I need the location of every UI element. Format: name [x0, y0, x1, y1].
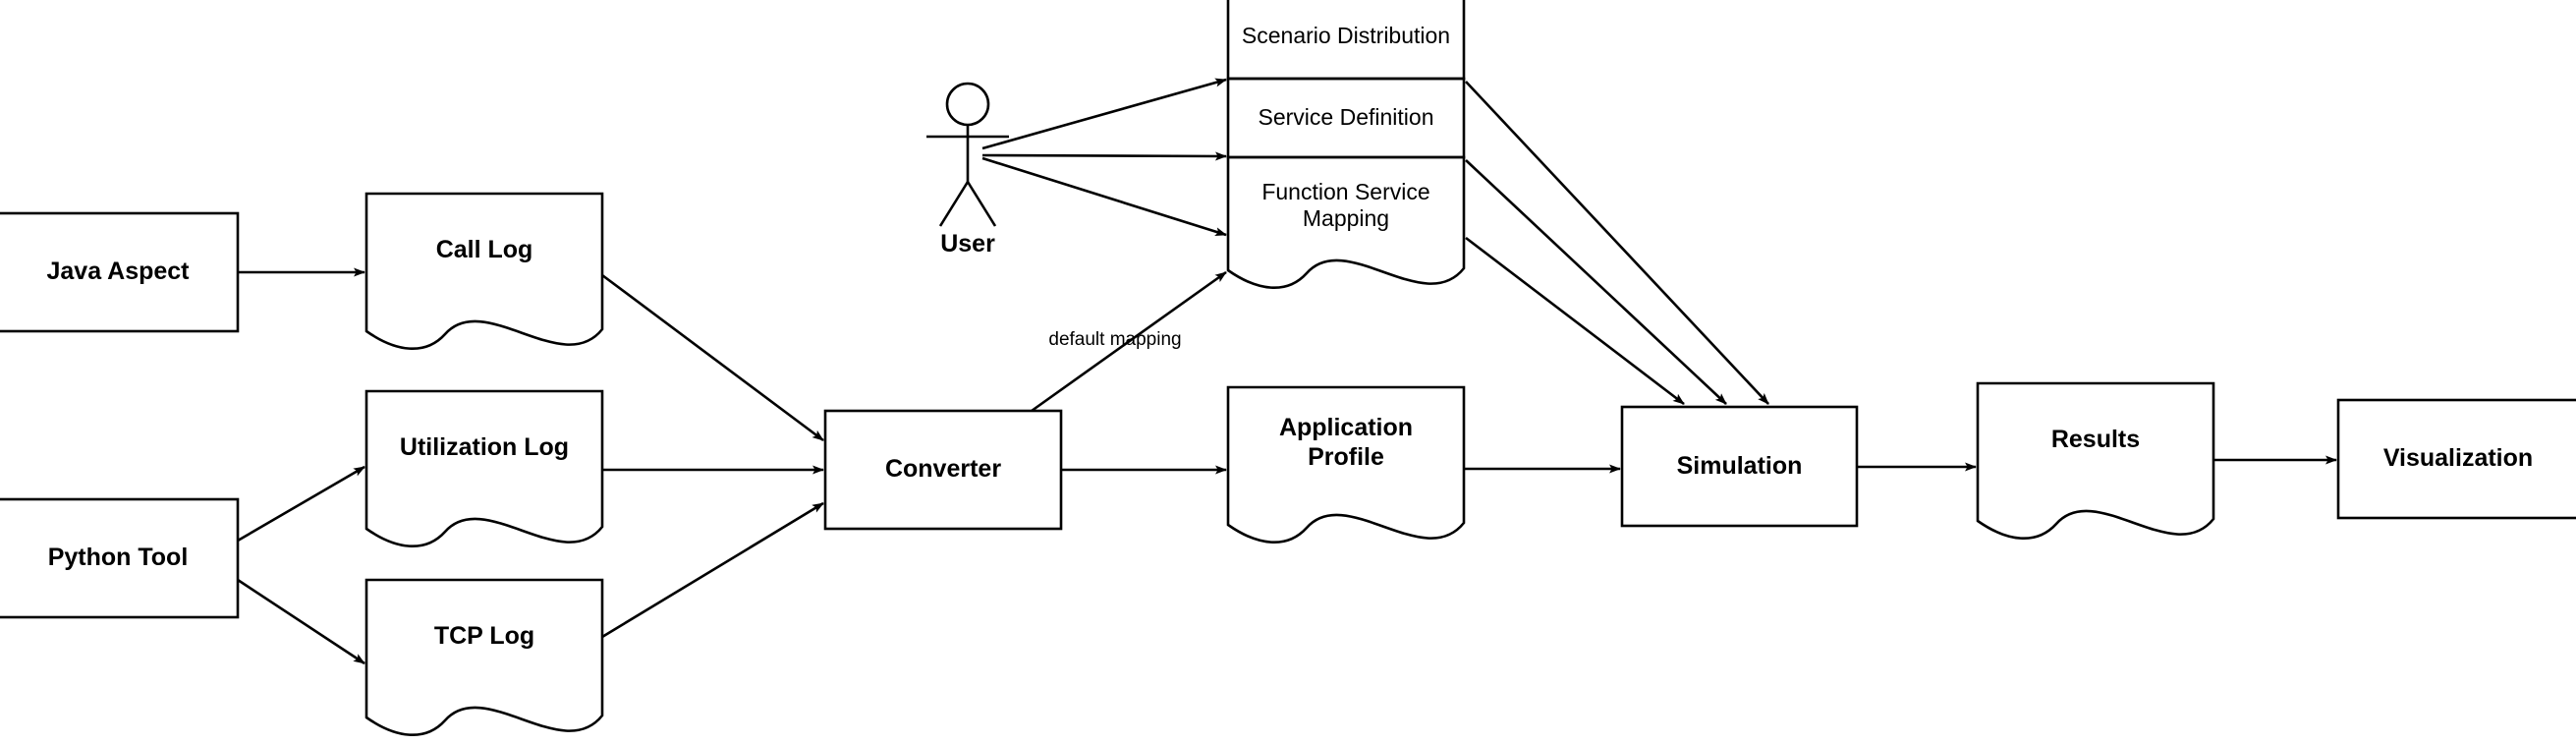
edge-user-to-function-service-mapping	[981, 156, 1227, 237]
shape-converter[interactable]	[823, 409, 1063, 531]
edge-function-service-mapping-to-simulation	[1465, 236, 1685, 406]
shape-simulation[interactable]	[1620, 405, 1859, 528]
shape-scenario-distribution[interactable]	[1226, 0, 1466, 81]
edge-user-to-scenario-distribution	[981, 78, 1227, 150]
edge-python-tool-to-utilization-log	[237, 465, 365, 543]
edge-user-to-service-definition	[981, 151, 1227, 161]
actor-user-leg-left[interactable]	[938, 181, 970, 227]
edge-call-log-to-converter	[601, 273, 824, 442]
edge-scenario-distribution-to-simulation	[1465, 81, 1769, 405]
actor-user-leg-right[interactable]	[966, 181, 997, 227]
shape-tcp-log[interactable]	[364, 578, 604, 736]
shape-java-aspect[interactable]	[0, 211, 240, 333]
shape-visualization[interactable]	[2336, 398, 2576, 520]
edge-converter-to-function-service-mapping	[1031, 270, 1227, 413]
shape-python-tool[interactable]	[0, 497, 240, 619]
edge-tcp-log-to-converter	[601, 501, 824, 639]
shape-application-profile[interactable]	[1226, 385, 1466, 544]
shape-results[interactable]	[1976, 381, 2215, 540]
edge-service-definition-to-simulation	[1465, 159, 1727, 405]
shape-service-definition[interactable]	[1226, 77, 1466, 159]
shape-call-log[interactable]	[364, 192, 604, 350]
actor-user-head[interactable]	[945, 82, 990, 127]
shape-function-service-mapping[interactable]	[1226, 155, 1466, 289]
edge-python-tool-to-tcp-log	[237, 578, 365, 665]
shape-utilization-log[interactable]	[364, 389, 604, 547]
